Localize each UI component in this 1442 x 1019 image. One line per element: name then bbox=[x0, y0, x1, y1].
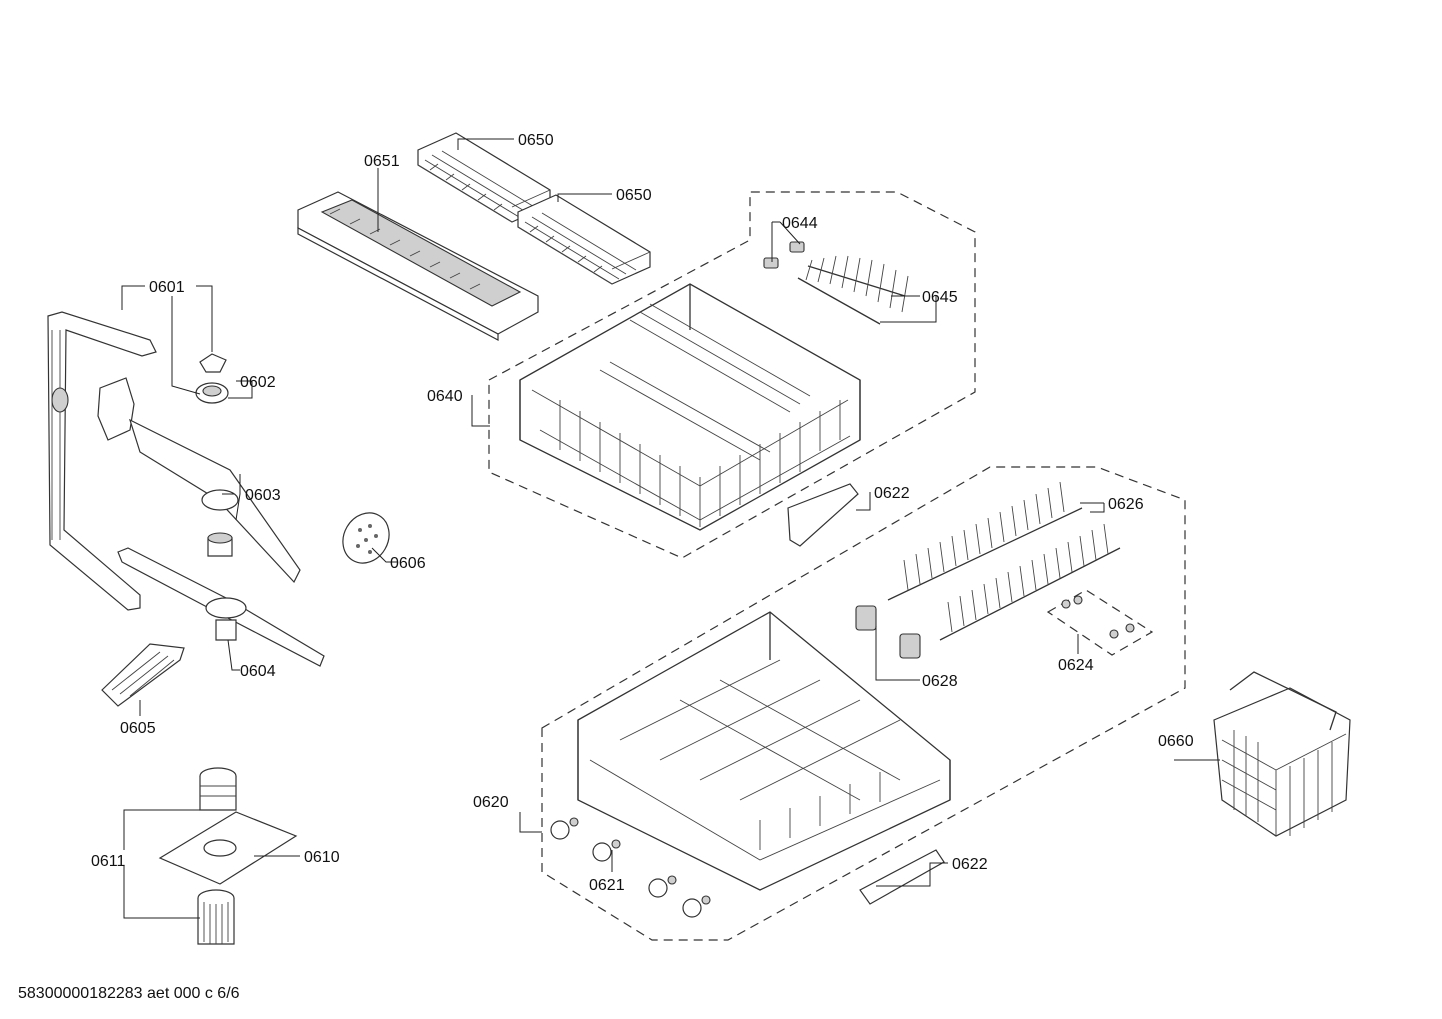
folding-tine-rack bbox=[797, 255, 909, 325]
document-reference: 58300000182283 aet 000 c 6/6 bbox=[18, 985, 240, 1002]
small-fixing-parts bbox=[1061, 595, 1135, 639]
filter-assembly bbox=[158, 767, 298, 945]
fine-filter-plate bbox=[101, 643, 185, 707]
plate-tine-racks bbox=[887, 481, 1121, 641]
label-0604: 0604 bbox=[240, 663, 276, 680]
rack-clips bbox=[763, 241, 805, 269]
label-0611: 0611 bbox=[91, 853, 126, 870]
cutlery-basket bbox=[1213, 671, 1351, 837]
label-0610: 0610 bbox=[304, 849, 340, 866]
label-0644: 0644 bbox=[782, 215, 818, 232]
basket-handle-upper bbox=[787, 483, 859, 547]
label-0650-a: 0650 bbox=[518, 132, 554, 149]
label-0602: 0602 bbox=[240, 374, 276, 391]
label-0624: 0624 bbox=[1058, 657, 1094, 674]
lower-spray-arm bbox=[117, 547, 325, 667]
label-0626: 0626 bbox=[1108, 496, 1144, 513]
cutlery-tray-section-lower bbox=[517, 194, 651, 285]
upper-basket bbox=[519, 283, 861, 531]
cutlery-tray-long bbox=[297, 191, 539, 341]
nozzle-part bbox=[195, 353, 229, 404]
label-0645: 0645 bbox=[922, 289, 958, 306]
label-0621: 0621 bbox=[589, 877, 625, 894]
label-0660: 0660 bbox=[1158, 733, 1194, 750]
label-0651: 0651 bbox=[364, 153, 400, 170]
upper-rack-group-outline bbox=[488, 191, 976, 559]
label-0650-b: 0650 bbox=[616, 187, 652, 204]
lower-basket bbox=[577, 611, 951, 891]
round-filter-disc bbox=[342, 512, 390, 564]
water-supply-pipe bbox=[47, 311, 157, 611]
label-0606: 0606 bbox=[390, 555, 426, 572]
upper-spray-arm bbox=[97, 377, 301, 584]
label-0628: 0628 bbox=[922, 673, 958, 690]
small-parts-dashed-box bbox=[1046, 589, 1154, 656]
label-0622-upper: 0622 bbox=[874, 485, 910, 502]
basket-wheels bbox=[550, 817, 711, 918]
label-0601: 0601 bbox=[149, 279, 185, 296]
basket-handle-lower bbox=[859, 849, 945, 905]
label-0605: 0605 bbox=[120, 720, 156, 737]
label-0640: 0640 bbox=[427, 388, 463, 405]
tine-rack-clips bbox=[855, 605, 921, 659]
leader-lines bbox=[121, 138, 1220, 919]
part-labels: 0650 0650 0651 0644 0645 0640 0601 0602 … bbox=[91, 132, 1194, 894]
label-0620: 0620 bbox=[473, 794, 509, 811]
lower-rack-group-outline bbox=[541, 466, 1186, 941]
label-0622-lower: 0622 bbox=[952, 856, 988, 873]
label-0603: 0603 bbox=[245, 487, 281, 504]
